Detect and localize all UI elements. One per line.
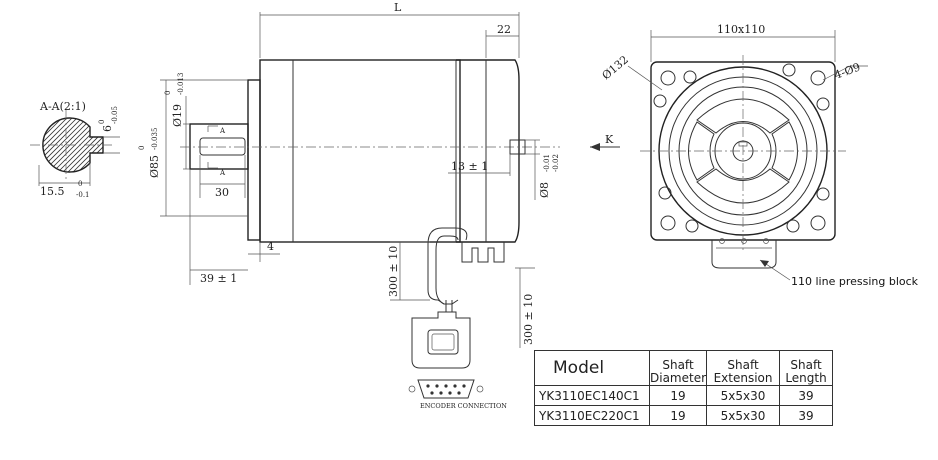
power-cable <box>427 227 468 301</box>
length-label: L <box>394 1 402 14</box>
row-extension: 5x5x30 <box>706 385 781 406</box>
shaft-key <box>199 137 246 156</box>
row-length: 39 <box>779 405 834 426</box>
section-width-dim: 15.5 <box>40 185 65 198</box>
section-marker-top: A <box>219 127 226 135</box>
rear-shaft-pos: 13 ± 1 <box>451 160 488 173</box>
flange-dia: Ø85 <box>148 155 161 178</box>
row-length: 39 <box>779 385 834 406</box>
header-extension: Shaft Extension <box>706 350 781 386</box>
svg-text:0: 0 <box>78 180 82 188</box>
cable-length-1: 300 ± 10 <box>387 246 400 297</box>
encoder-connection-label: ENCODER CONNECTION <box>420 402 507 410</box>
connector-pin <box>426 384 430 388</box>
mount-hole <box>810 70 826 86</box>
cable-length-2: 300 ± 10 <box>522 294 535 345</box>
section-title: A-A(2:1) <box>39 100 86 113</box>
svg-text:-0.013: -0.013 <box>177 73 185 95</box>
mount-hole <box>660 70 676 86</box>
pressing-block-callout: 110 line pressing block <box>791 275 919 288</box>
key-length: 30 <box>215 186 229 199</box>
connector-pin <box>453 384 457 388</box>
header-diameter: Shaft Diameter <box>648 350 708 386</box>
mounting-flange <box>247 79 261 241</box>
svg-text:0: 0 <box>138 146 146 150</box>
side-view: L 22 A A Ø85 0 -0.035 <box>138 1 620 410</box>
db9-connector-face <box>417 379 475 399</box>
row-diameter: 19 <box>648 385 708 406</box>
row-diameter: 19 <box>648 405 708 426</box>
mount-hole <box>810 215 826 231</box>
pilot-boss <box>189 123 249 170</box>
connector-pin <box>457 391 461 395</box>
shaft-dia: Ø19 <box>171 104 184 127</box>
svg-text:-0.05: -0.05 <box>111 106 119 124</box>
connector-pin <box>462 384 466 388</box>
row-model: YK3110EC140C1 <box>534 385 650 406</box>
connector-pin <box>448 391 452 395</box>
front-size-dim: 110x110 <box>717 23 765 36</box>
front-view: 110x110 <box>600 23 919 288</box>
svg-text:-0.1: -0.1 <box>76 191 90 199</box>
svg-text:0: 0 <box>164 91 172 95</box>
svg-text:-0.02: -0.02 <box>552 154 560 172</box>
connector-pin <box>444 384 448 388</box>
shaft-length: 39 ± 1 <box>200 272 237 285</box>
connector-pin <box>435 384 439 388</box>
mount-hole <box>660 215 676 231</box>
table-header-row: Model Shaft Diameter Shaft Extension Sha… <box>534 350 834 386</box>
row-extension: 5x5x30 <box>706 405 781 426</box>
svg-text:-0.035: -0.035 <box>151 128 159 150</box>
key-dim: 6 <box>101 125 114 132</box>
svg-text:0: 0 <box>98 120 106 124</box>
table-row: YK3110EC220C1 19 5x5x30 39 <box>534 405 834 426</box>
connector-pin <box>430 391 434 395</box>
row-model: YK3110EC220C1 <box>534 405 650 426</box>
section-a-a-view: A-A(2:1) 6 0 -0.05 15.5 0 -0.1 <box>30 100 120 199</box>
flange-thickness: 4 <box>267 240 274 253</box>
shaft-section-outline <box>42 117 104 173</box>
encoder-cover <box>456 59 520 243</box>
holes-label: 4-Ø9 <box>833 60 863 81</box>
encoder-connector <box>411 311 471 369</box>
header-length: Shaft Length <box>779 350 834 386</box>
motor-body <box>259 59 461 243</box>
svg-text:-0.01: -0.01 <box>543 154 551 172</box>
rear-dim: 22 <box>497 23 511 36</box>
pressing-block <box>711 240 777 269</box>
pcd-label: Ø132 <box>600 53 631 82</box>
header-model: Model <box>534 350 650 386</box>
view-marker: K <box>605 133 614 146</box>
spec-table: Model Shaft Diameter Shaft Extension Sha… <box>534 350 834 426</box>
section-marker-bottom: A <box>219 169 226 177</box>
connector-pin <box>439 391 443 395</box>
rear-shaft-dia: Ø8 <box>538 182 551 198</box>
table-row: YK3110EC140C1 19 5x5x30 39 <box>534 385 834 406</box>
